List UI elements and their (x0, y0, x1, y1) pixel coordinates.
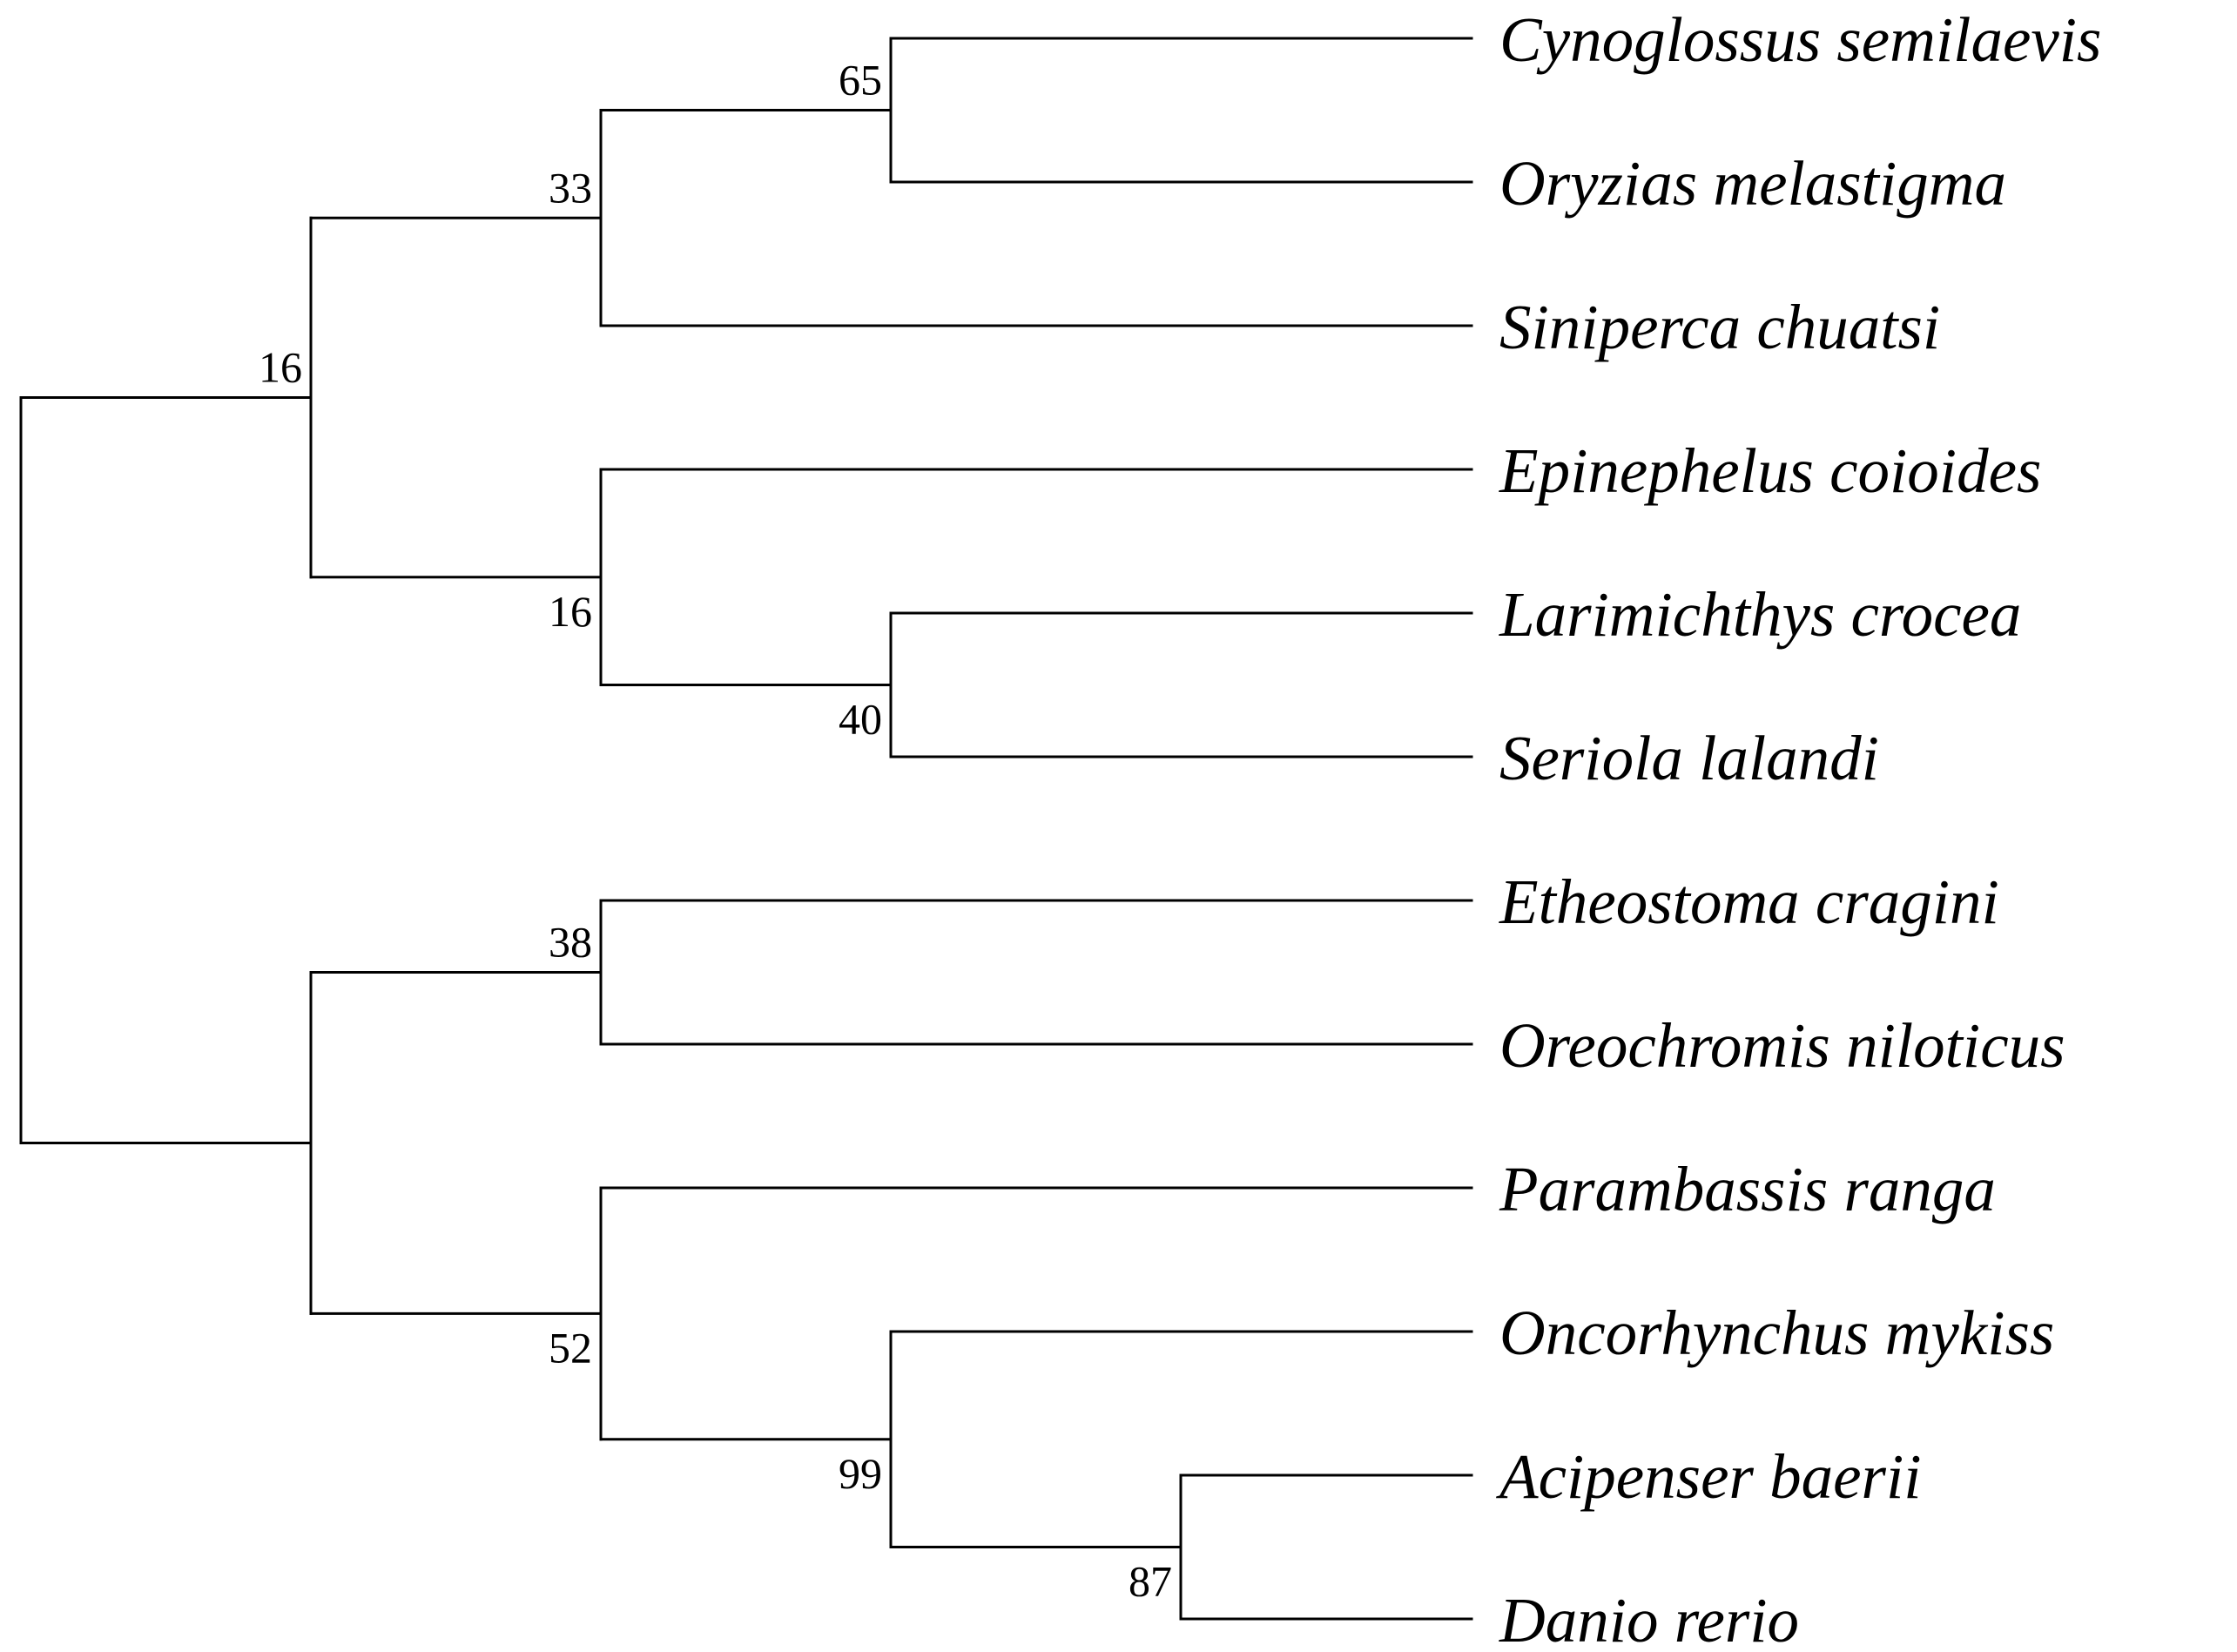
taxon-label: Larimichthys crocea (1499, 579, 2021, 650)
taxon-label: Parambassis ranga (1499, 1154, 1996, 1224)
taxon-label: Oryzias melastigma (1499, 148, 2006, 219)
taxon-label: Danio rerio (1499, 1585, 1799, 1652)
bootstrap-value: 33 (549, 163, 592, 212)
bootstrap-value: 16 (259, 343, 302, 392)
bootstrap-value: 16 (549, 587, 592, 636)
bootstrap-values: 16 33 65 16 40 38 52 99 87 (259, 56, 1172, 1606)
taxon-label: Cynoglossus semilaevis (1499, 4, 2101, 75)
bootstrap-value: 40 (839, 695, 882, 744)
bootstrap-value: 99 (839, 1449, 882, 1498)
bootstrap-value: 52 (549, 1323, 592, 1372)
bootstrap-value: 87 (1129, 1557, 1172, 1606)
tree-branches (19, 37, 1473, 1621)
taxon-label: Siniperca chuatsi (1499, 292, 1940, 362)
taxon-label: Acipenser baerii (1496, 1441, 1922, 1512)
taxon-label: Seriola lalandi (1499, 723, 1879, 793)
bootstrap-value: 38 (549, 918, 592, 967)
taxon-label: Etheostoma cragini (1499, 866, 1999, 937)
bootstrap-value: 65 (839, 56, 882, 105)
taxon-label: Oreochromis niloticus (1499, 1010, 2065, 1081)
taxon-label: Epinephelus coioides (1499, 435, 2041, 506)
taxon-label: Oncorhynchus mykiss (1499, 1298, 2054, 1368)
